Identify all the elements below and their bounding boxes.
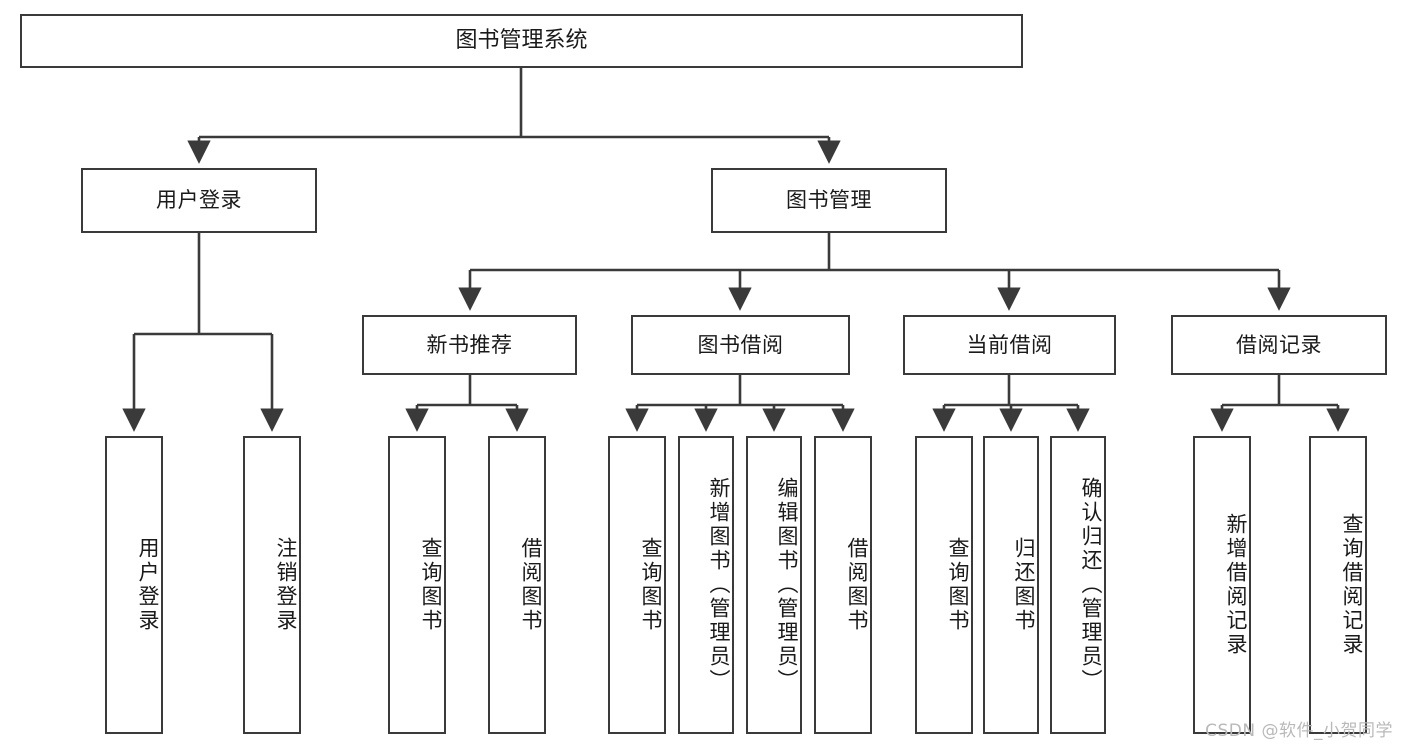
node-leaf-edit-book-label: 编辑图书（管理员） — [775, 477, 799, 693]
node-user-login-label: 用户登录 — [156, 188, 242, 213]
node-book-manage-label: 图书管理 — [786, 188, 872, 213]
node-leaf-user-login[interactable]: 用户登录 — [105, 436, 163, 734]
node-leaf-confirm-return-label: 确认归还（管理员） — [1079, 477, 1103, 693]
node-borrow-record[interactable]: 借阅记录 — [1171, 315, 1387, 375]
node-leaf-logout-login-label: 注销登录 — [274, 537, 298, 633]
node-leaf-borrow-book-1[interactable]: 借阅图书 — [488, 436, 546, 734]
node-new-book-rec-label: 新书推荐 — [426, 332, 513, 357]
node-leaf-add-record[interactable]: 新增借阅记录 — [1193, 436, 1251, 734]
node-leaf-add-book-label: 新增图书（管理员） — [707, 477, 731, 693]
node-new-book-rec[interactable]: 新书推荐 — [362, 315, 577, 375]
node-leaf-query-book-2-label: 查询图书 — [639, 537, 663, 633]
node-leaf-add-record-label: 新增借阅记录 — [1224, 513, 1248, 657]
node-root-label: 图书管理系统 — [455, 27, 588, 53]
node-leaf-borrow-book-2-label: 借阅图书 — [845, 537, 869, 633]
node-leaf-query-book-3[interactable]: 查询图书 — [915, 436, 973, 734]
node-leaf-confirm-return[interactable]: 确认归还（管理员） — [1050, 436, 1106, 734]
node-borrow-record-label: 借阅记录 — [1236, 332, 1322, 357]
node-current-borrow-label: 当前借阅 — [966, 332, 1053, 357]
node-leaf-user-login-label: 用户登录 — [136, 537, 160, 633]
node-leaf-query-record[interactable]: 查询借阅记录 — [1309, 436, 1367, 734]
node-leaf-query-book-3-label: 查询图书 — [946, 537, 970, 633]
node-leaf-return-book-label: 归还图书 — [1012, 537, 1036, 633]
node-leaf-logout-login[interactable]: 注销登录 — [243, 436, 301, 734]
node-root[interactable]: 图书管理系统 — [20, 14, 1023, 68]
node-leaf-query-book-1-label: 查询图书 — [419, 537, 443, 633]
watermark: CSDN @软件_小贺同学 — [1205, 721, 1393, 741]
node-book-manage[interactable]: 图书管理 — [711, 168, 947, 233]
node-leaf-borrow-book-1-label: 借阅图书 — [519, 537, 543, 633]
node-leaf-add-book[interactable]: 新增图书（管理员） — [678, 436, 734, 734]
node-leaf-return-book[interactable]: 归还图书 — [983, 436, 1039, 734]
node-current-borrow[interactable]: 当前借阅 — [903, 315, 1116, 375]
node-book-borrow-label: 图书借阅 — [697, 332, 784, 357]
node-leaf-query-book-1[interactable]: 查询图书 — [388, 436, 446, 734]
node-leaf-query-record-label: 查询借阅记录 — [1340, 513, 1364, 657]
node-book-borrow[interactable]: 图书借阅 — [631, 315, 850, 375]
node-user-login[interactable]: 用户登录 — [81, 168, 317, 233]
node-leaf-borrow-book-2[interactable]: 借阅图书 — [814, 436, 872, 734]
node-leaf-query-book-2[interactable]: 查询图书 — [608, 436, 666, 734]
node-leaf-edit-book[interactable]: 编辑图书（管理员） — [746, 436, 802, 734]
